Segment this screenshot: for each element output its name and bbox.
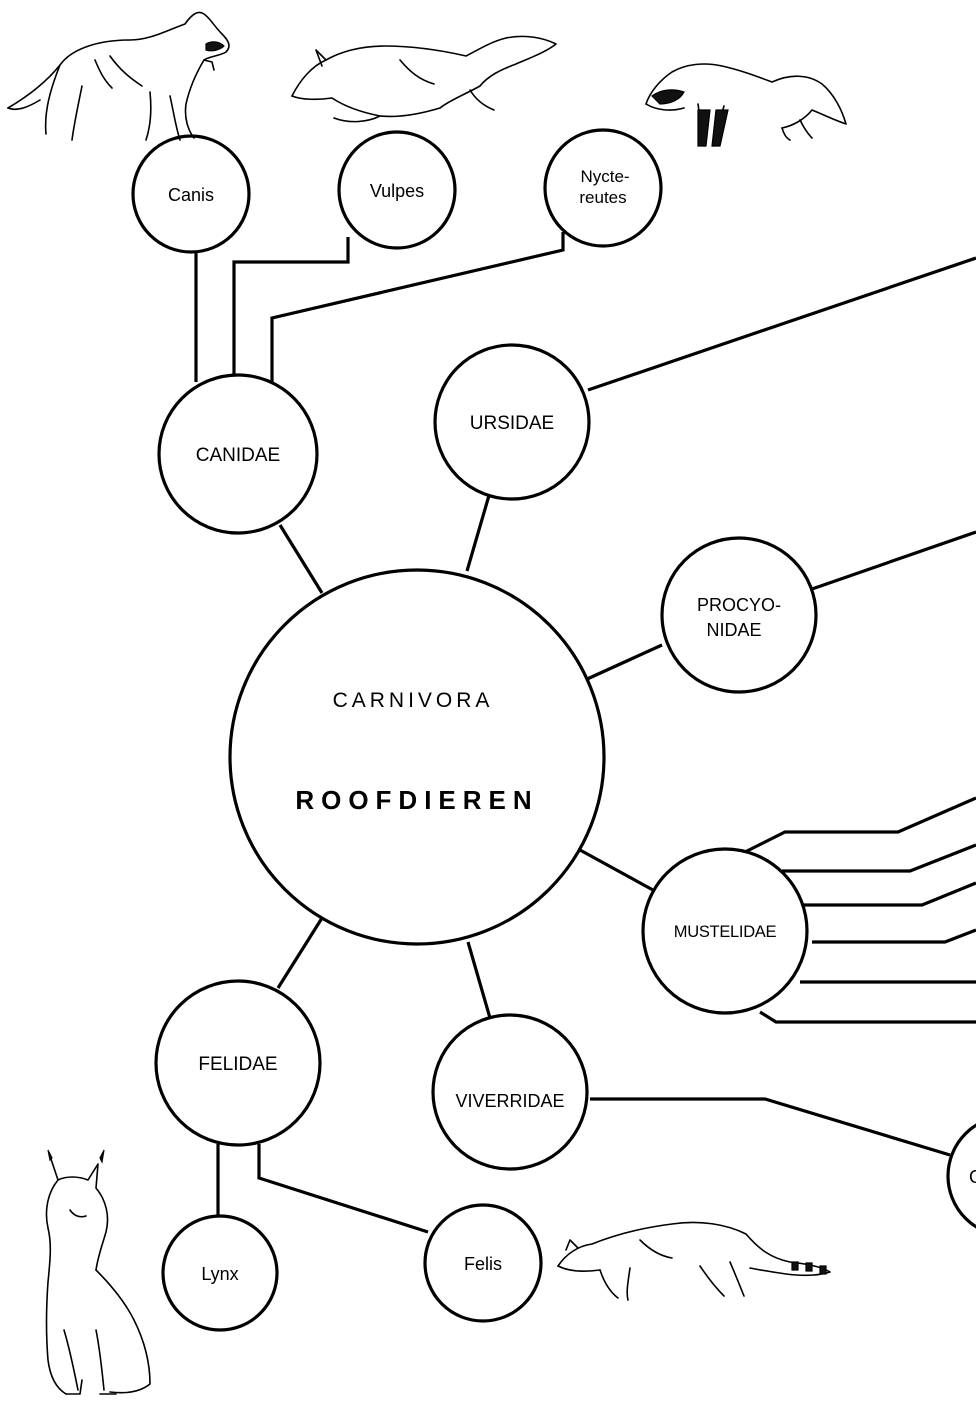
nyctereutes-label-2: reutes [579,188,626,207]
edge-mustelidae-1 [744,796,976,854]
edge-center-canidae [278,524,324,594]
edge-center-ursidae [465,491,492,572]
wolf-muzzle-icon [205,41,225,52]
genet-illustration [557,1221,831,1301]
center-title: CARNIVORA [333,689,494,712]
vulpes-node [337,130,457,250]
vulpes-label: Vulpes [370,181,424,201]
edges [194,232,976,1234]
center-subtitle: ROOFDIEREN [295,785,538,815]
edge-mustelidae-6 [759,1010,976,1024]
edge-mustelidae-2 [782,843,976,873]
raccoon-dog-legs-icon [697,109,729,147]
viverridae-label: VIVERRIDAE [455,1091,564,1111]
mustelidae-node [641,847,809,1015]
edge-canidae-nyctereutes [270,232,565,386]
felis-node [423,1203,543,1323]
wolf-illustration [7,11,230,141]
nyctereutes-label-1: Nycte- [580,167,629,186]
raccoon-dog-illustration [645,63,847,147]
edge-mustelidae-4 [812,928,976,944]
raccoon-dog-mask-icon [651,89,685,105]
felis-label: Felis [464,1254,502,1274]
mustelidae-label: MUSTELIDAE [674,923,777,941]
lynx-node [161,1214,279,1332]
lynx-illustration [45,1155,151,1395]
procyonidae-label-2: NIDAE [706,620,761,640]
procyonidae-label-1: PROCYO- [697,595,781,615]
edge-procyonidae-right [811,530,976,591]
edge-ursidae-right [587,256,976,392]
canis-label: Canis [168,185,214,205]
nodes: CARNIVORA ROOFDIEREN CANIDAE URSIDAE PRO… [131,128,976,1332]
canidae-label: CANIDAE [196,445,280,466]
felidae-label: FELIDAE [198,1054,277,1075]
canidae-node [157,373,319,535]
edge-felidae-felis [257,1144,429,1234]
canis-node [131,134,251,254]
genet-tail-rings-icon [791,1261,827,1275]
cutoff-label: G [969,1167,976,1187]
cutoff-node [946,1123,976,1229]
lynx-ear-tufts-icon [47,1149,105,1164]
edge-center-felidae [276,917,324,989]
center-node [228,568,606,946]
lynx-label: Lynx [201,1264,238,1284]
edge-viverridae-right [590,1097,951,1157]
edge-center-mustelidae [579,848,654,892]
ursidae-node [433,343,591,501]
fox-illustration [291,35,557,123]
edge-canidae-vulpes [232,237,350,378]
nyctereutes-node [543,128,663,248]
viverridae-node [431,1013,589,1171]
edge-mustelidae-3 [802,881,976,907]
edge-center-procyonidae [584,643,663,682]
felidae-node [154,979,322,1147]
procyonidae-node [660,536,818,694]
ursidae-label: URSIDAE [470,413,554,434]
edge-center-viverridae [466,941,492,1019]
